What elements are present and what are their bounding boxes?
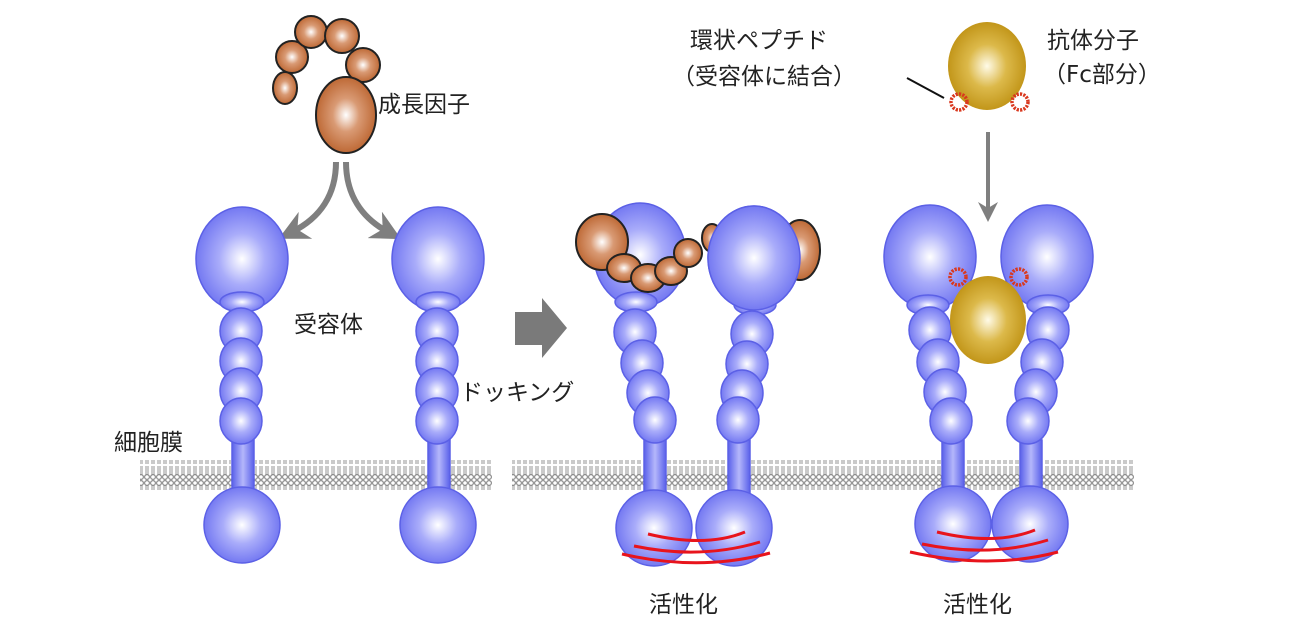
activation-arcs-1 — [621, 530, 771, 565]
cyclic-peptide-icon — [1010, 92, 1030, 112]
receptor-monomer-right — [391, 206, 485, 564]
transition-arrow — [515, 298, 567, 358]
antibody-label-line1: 抗体分子 — [1047, 28, 1139, 54]
activation-label-1: 活性化 — [649, 592, 718, 618]
growth-factor-molecule — [272, 15, 381, 154]
bound-antibody-fc — [950, 276, 1026, 364]
receptor-label: 受容体 — [294, 312, 363, 338]
antibody-fc — [948, 22, 1026, 110]
docking-label: ドッキング — [460, 380, 574, 406]
receptor-dimer-antibody — [883, 204, 1094, 563]
activation-arcs-2 — [909, 528, 1059, 563]
activation-label-2: 活性化 — [943, 592, 1012, 618]
antibody-label-line2: （Fc部分） — [1043, 62, 1161, 88]
receptor-monomer-left — [195, 206, 289, 564]
cyclic-peptide-label-line1: 環状ペプチド — [690, 28, 828, 54]
cyclic-peptide-label-line2: （受容体に結合） — [672, 64, 856, 90]
peptide-pointer-line — [906, 77, 945, 99]
cell-membrane-label: 細胞膜 — [114, 430, 183, 456]
bound-growth-factor — [575, 205, 821, 311]
growth-factor-label: 成長因子 — [378, 92, 470, 118]
split-arrows — [278, 161, 402, 240]
